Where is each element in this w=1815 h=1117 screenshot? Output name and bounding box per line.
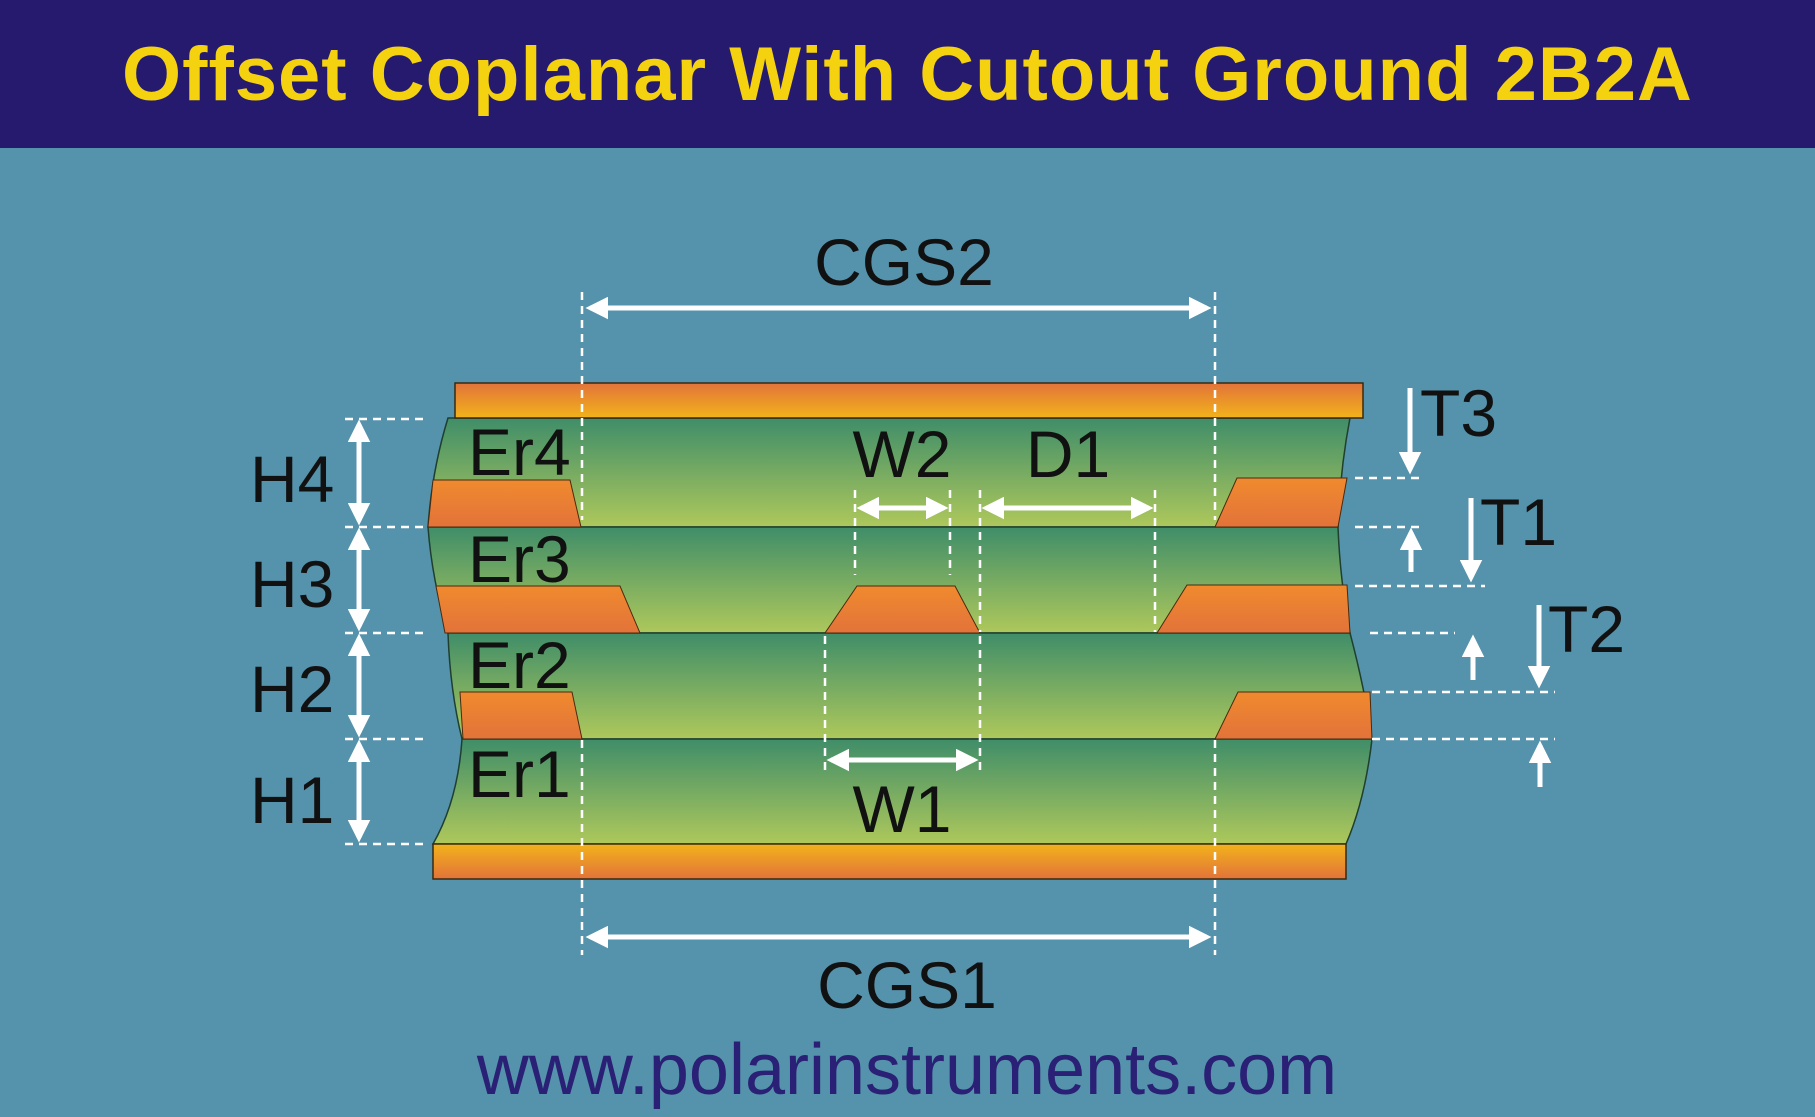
coplanar-ground-right-middle	[1156, 584, 1351, 634]
label-er2: Er2	[468, 628, 571, 702]
page-title: Offset Coplanar With Cutout Ground 2B2A	[122, 31, 1693, 117]
coplanar-ground-left-middle	[435, 585, 641, 634]
horizontal-guides	[345, 417, 1555, 846]
label-cgs1: CGS1	[817, 948, 997, 1022]
vertical-guides	[580, 292, 1217, 955]
label-t3: T3	[1420, 376, 1497, 450]
coplanar-ground-right-upper	[1214, 477, 1348, 528]
signal-trace	[824, 585, 981, 634]
title-bar: Offset Coplanar With Cutout Ground 2B2A	[0, 0, 1815, 148]
bottom-ground-plane	[432, 843, 1347, 880]
coplanar-ground-left-upper	[427, 479, 582, 528]
website-url: www.polarinstruments.com	[476, 1030, 1337, 1110]
label-t2: T2	[1548, 592, 1625, 666]
coplanar-ground-left-lower	[459, 691, 583, 740]
top-ground-plane	[454, 382, 1364, 419]
label-er4: Er4	[468, 415, 571, 489]
label-w1: W1	[853, 772, 952, 846]
label-h4: H4	[250, 442, 334, 516]
label-er3: Er3	[468, 522, 571, 596]
label-t1: T1	[1480, 485, 1557, 559]
label-h3: H3	[250, 547, 334, 621]
label-er1: Er1	[468, 737, 571, 811]
label-h2: H2	[250, 652, 334, 726]
label-w2: W2	[853, 417, 952, 491]
label-cgs2: CGS2	[814, 225, 994, 299]
label-h1: H1	[250, 763, 334, 837]
label-d1: D1	[1026, 417, 1110, 491]
coplanar-ground-right-lower	[1214, 691, 1373, 740]
